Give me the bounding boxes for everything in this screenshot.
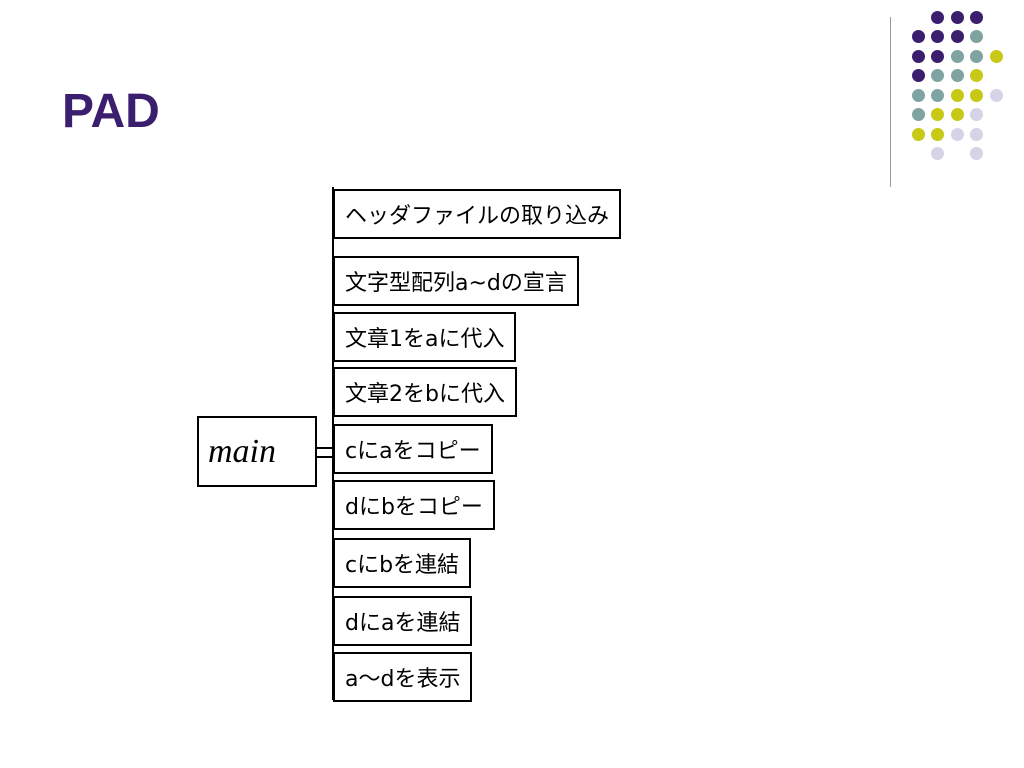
decorative-dot <box>989 49 1003 63</box>
decorative-dot <box>970 127 983 141</box>
step-label: cにbを連結 <box>345 553 460 578</box>
decorative-dot <box>970 108 983 121</box>
decorative-dot <box>950 127 964 141</box>
decorative-dot <box>989 88 1003 102</box>
decorative-dot <box>931 30 944 43</box>
step-label: a〜dを表示 <box>345 667 461 692</box>
decorative-dot <box>950 69 964 82</box>
connector-line-top <box>317 447 334 449</box>
connector-line-bottom <box>317 456 334 458</box>
decorative-dot <box>931 147 944 160</box>
decorative-dot <box>970 30 983 43</box>
step-box: cにbを連結 <box>333 538 472 588</box>
decorative-dot <box>931 88 944 102</box>
decorative-dot <box>911 49 925 63</box>
step-box: ヘッダファイルの取り込み <box>333 189 622 239</box>
step-box: a〜dを表示 <box>333 652 473 702</box>
decorative-dot <box>970 147 983 160</box>
decorative-dot <box>911 108 925 121</box>
decorative-dot <box>950 10 964 24</box>
step-box: cにaをコピー <box>333 424 493 474</box>
decorative-dot <box>911 69 925 82</box>
decorative-dot <box>970 10 983 24</box>
step-box: 文章1をaに代入 <box>333 312 517 362</box>
step-box: 文章2をbに代入 <box>333 367 517 417</box>
step-label: cにaをコピー <box>345 439 481 464</box>
decorative-dot <box>950 88 964 102</box>
main-function-label: main <box>208 432 276 470</box>
decorative-dot <box>931 10 944 24</box>
decorative-dot <box>970 88 983 102</box>
decorative-divider <box>890 17 891 187</box>
step-label: dにaを連結 <box>345 611 461 636</box>
decorative-dot <box>950 30 964 43</box>
step-label: 文字型配列a~dの宣言 <box>345 271 567 296</box>
step-box: dにbをコピー <box>333 480 495 530</box>
decorative-dot <box>950 108 964 121</box>
decorative-dot <box>931 127 944 141</box>
step-box: 文字型配列a~dの宣言 <box>333 256 579 306</box>
slide-title: PAD <box>62 85 160 138</box>
decorative-dot <box>950 49 964 63</box>
step-label: 文章1をaに代入 <box>345 327 505 352</box>
decorative-dot <box>970 69 983 82</box>
main-function-box: main <box>197 416 317 487</box>
decorative-dot <box>931 69 944 82</box>
decorative-dot <box>970 49 983 63</box>
step-box: dにaを連結 <box>333 596 473 646</box>
step-label: dにbをコピー <box>345 495 483 520</box>
decorative-dot <box>931 108 944 121</box>
decorative-dot <box>931 49 944 63</box>
step-label: 文章2をbに代入 <box>345 382 505 407</box>
decorative-dot <box>911 30 925 43</box>
step-label: ヘッダファイルの取り込み <box>345 204 610 229</box>
decorative-dot <box>911 88 925 102</box>
decorative-dot <box>911 127 925 141</box>
